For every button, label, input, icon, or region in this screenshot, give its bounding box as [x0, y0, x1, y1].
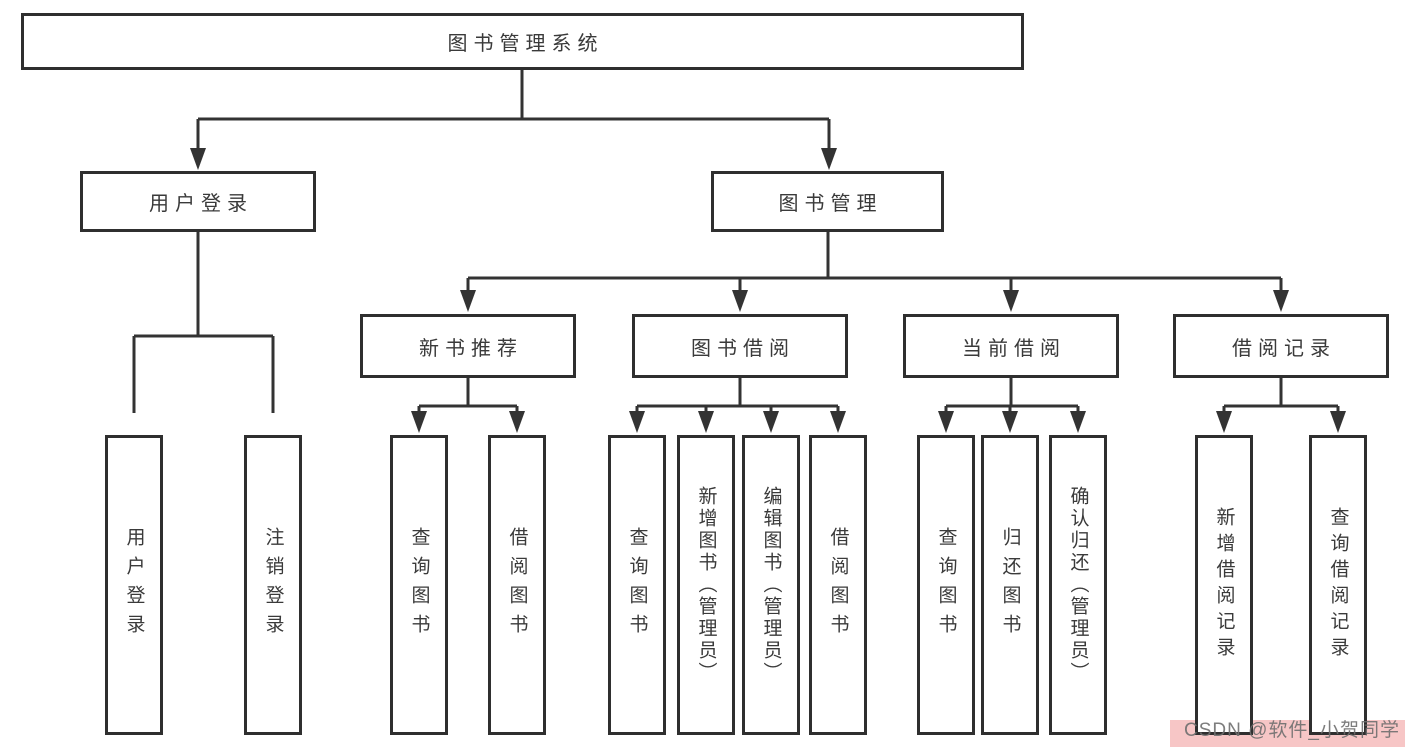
leaf-borrow-book-newbook: 借阅图书: [488, 435, 546, 735]
node-current-borrow: 当前借阅: [903, 314, 1119, 378]
node-book-management: 图书管理: [711, 171, 944, 232]
leaf-borrow-book-borrow: 借阅图书: [809, 435, 867, 735]
leaf-edit-book-admin: 编辑图书（管理员）: [742, 435, 800, 735]
node-book-borrow: 图书借阅: [632, 314, 848, 378]
leaf-confirm-return-admin: 确认归还（管理员）: [1049, 435, 1107, 735]
leaf-user-login: 用户登录: [105, 435, 163, 735]
watermark: CSDN @软件_小贺同学: [1184, 720, 1400, 741]
leaf-query-book-current: 查询图书: [917, 435, 975, 735]
node-borrow-record: 借阅记录: [1173, 314, 1389, 378]
node-root: 图书管理系统: [21, 13, 1024, 70]
leaf-query-book-borrow: 查询图书: [608, 435, 666, 735]
leaf-add-book-admin: 新增图书（管理员）: [677, 435, 735, 735]
leaf-add-borrow-record: 新增借阅记录: [1195, 435, 1253, 735]
leaf-return-book: 归还图书: [981, 435, 1039, 735]
leaf-query-book-newbook: 查询图书: [390, 435, 448, 735]
node-new-book-recommend: 新书推荐: [360, 314, 576, 378]
node-user-login: 用户登录: [80, 171, 316, 232]
leaf-logout: 注销登录: [244, 435, 302, 735]
leaf-query-borrow-record: 查询借阅记录: [1309, 435, 1367, 735]
